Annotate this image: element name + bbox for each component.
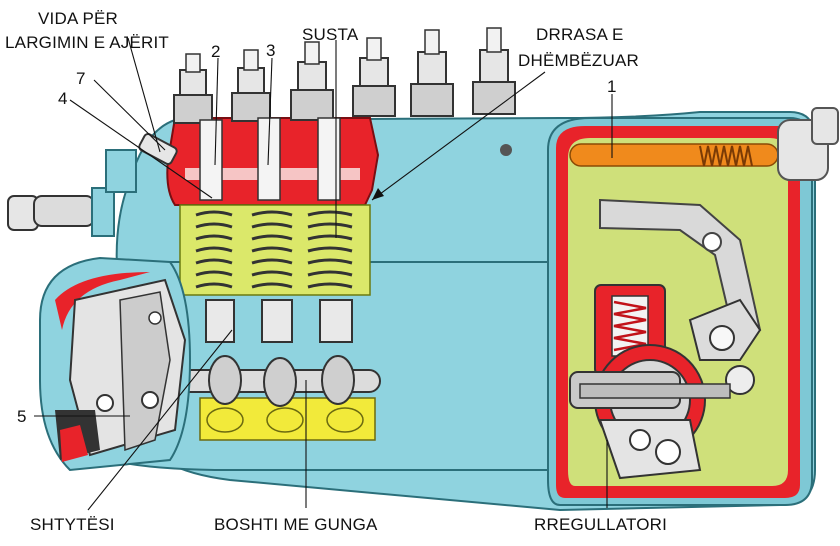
label-number-2: 2 — [211, 42, 220, 61]
housing-bolt — [500, 144, 512, 156]
camshaft — [149, 355, 381, 441]
label-number-1: 1 — [607, 77, 616, 96]
plunger-barrels — [199, 117, 341, 201]
label-tappet: SHTYTËSI — [30, 515, 115, 534]
label-number-7: 7 — [76, 69, 85, 88]
label-spring: SUSTA — [302, 25, 359, 44]
air-bleed-screw — [138, 133, 178, 165]
label-number-3: 3 — [266, 41, 275, 60]
label-number-4: 4 — [58, 89, 67, 108]
label-governor: RREGULLATORI — [534, 515, 667, 534]
labels: VIDA PËR LARGIMIN E AJËRIT 7 4 2 3 SUSTA… — [5, 9, 667, 534]
label-air-screw-line1: VIDA PËR — [38, 9, 118, 28]
plunger-springs — [195, 210, 353, 289]
label-rack-line1: DRRASA E — [536, 25, 624, 44]
plunger-chamber — [179, 204, 371, 296]
label-air-screw-line2: LARGIMIN E AJËRIT — [5, 33, 169, 52]
label-number-5: 5 — [17, 407, 26, 426]
leader-lines — [34, 37, 613, 511]
label-camshaft: BOSHTI ME GUNGA — [214, 515, 378, 534]
delivery-valve-fittings — [173, 27, 516, 124]
label-rack-line2: DHËMBËZUAR — [518, 51, 639, 70]
tappets — [205, 299, 353, 343]
drive-coupling — [39, 256, 192, 472]
governor-rod-spring — [699, 145, 753, 167]
governor-cutaway — [556, 107, 839, 498]
fuel-inlet-fitting — [7, 149, 137, 237]
